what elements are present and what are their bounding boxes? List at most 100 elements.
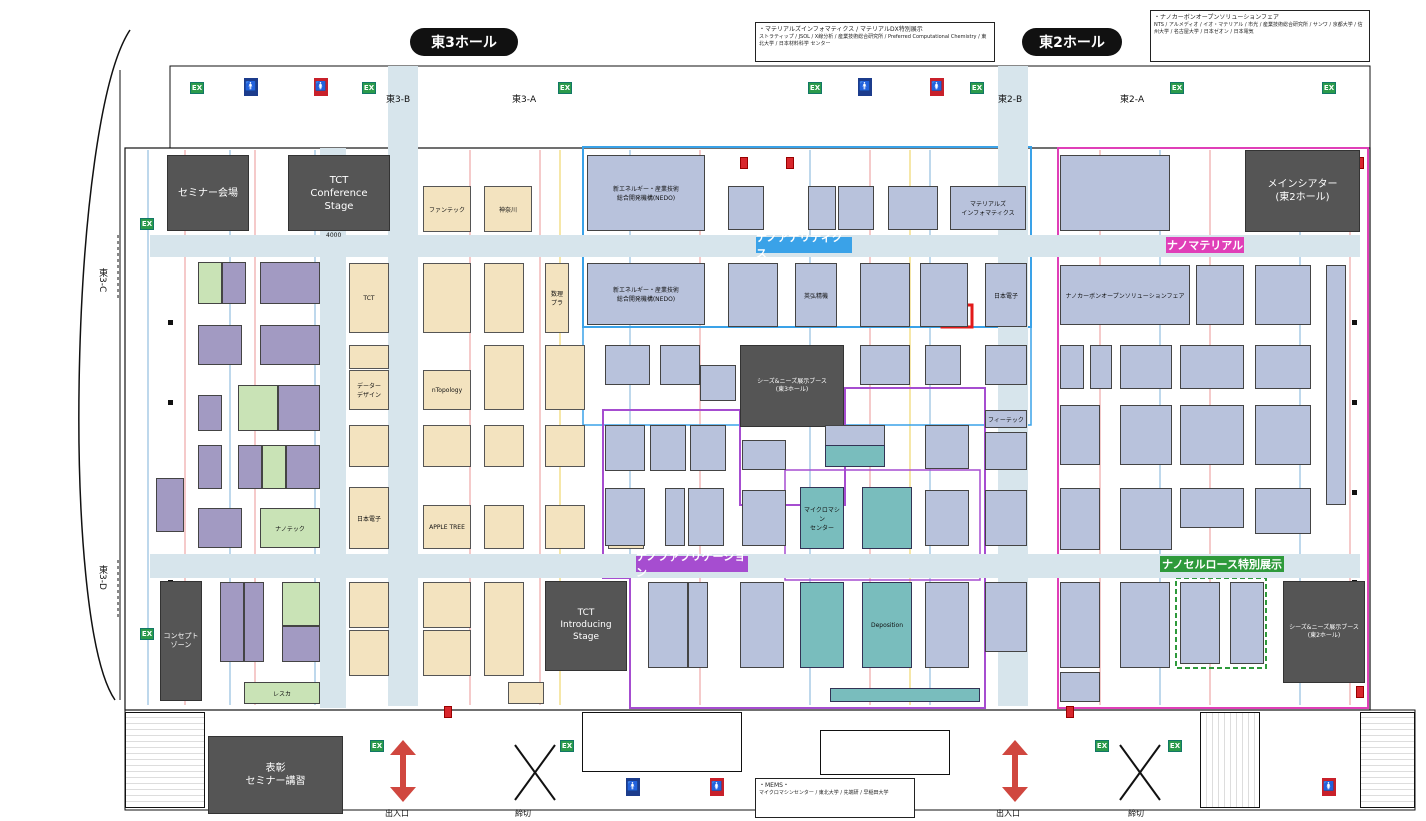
booth-purple-f[interactable]	[278, 385, 320, 431]
booth-retsuka[interactable]: レスカ	[244, 682, 320, 704]
booth-e2-g[interactable]	[1120, 345, 1172, 389]
booth-lav-c[interactable]	[838, 186, 874, 230]
booth-nedo-1[interactable]: 新エネルギー・産業技術 総合開発機構(NEDO)	[587, 155, 705, 231]
booth-ntopology[interactable]: nTopology	[423, 370, 471, 410]
booth-tan-m[interactable]	[423, 582, 471, 628]
booth-nanotech[interactable]: ナノテック	[260, 508, 320, 548]
booth-tan-g[interactable]	[423, 425, 471, 467]
booth-green-a[interactable]	[198, 262, 222, 304]
booth-e2-r[interactable]	[1060, 582, 1100, 668]
booth-tan-q[interactable]	[508, 682, 544, 704]
booth-lav-o[interactable]	[650, 425, 686, 471]
booth-lav-t[interactable]	[985, 432, 1027, 470]
booth-purple-a[interactable]	[222, 262, 246, 304]
booth-deposition[interactable]: Deposition	[862, 582, 912, 668]
booth-e2-n[interactable]	[1060, 488, 1100, 550]
booth-tan-f[interactable]	[349, 425, 389, 467]
booth-e2-cellulose-a[interactable]	[1180, 582, 1220, 664]
booth-tan-p[interactable]	[484, 582, 524, 676]
booth-lav-l[interactable]	[925, 345, 961, 385]
booth-tan-a[interactable]	[423, 263, 471, 333]
booth-tan-o[interactable]	[423, 630, 471, 676]
booth-purple-d[interactable]	[260, 325, 320, 365]
booth-purple-k[interactable]	[198, 508, 242, 548]
booth-tan-n[interactable]	[349, 630, 389, 676]
booth-purple-h[interactable]	[238, 445, 262, 489]
booth-e2-b[interactable]	[1196, 265, 1244, 325]
booth-e2-cellulose-b[interactable]	[1230, 582, 1264, 664]
booth-purple-n[interactable]	[282, 626, 320, 662]
booth-lav-f[interactable]	[860, 263, 910, 327]
booth-e2-e[interactable]	[1060, 345, 1084, 389]
booth-purple-l[interactable]	[220, 582, 244, 662]
booth-lav-n[interactable]	[605, 425, 645, 471]
booth-e2-k[interactable]	[1120, 405, 1172, 465]
booth-lav-p[interactable]	[690, 425, 726, 471]
booth-e2-m[interactable]	[1255, 405, 1311, 465]
booth-lav-u[interactable]	[605, 488, 645, 546]
booth-purple-g[interactable]	[198, 445, 222, 489]
booth-tan-j[interactable]	[484, 505, 524, 549]
booth-nanocarbon[interactable]: ナノカーボンオープンソリューションフェア	[1060, 265, 1190, 325]
booth-e2-top-a[interactable]	[1060, 155, 1170, 231]
booth-lav-fab-c[interactable]	[740, 582, 784, 668]
booth-teal-c[interactable]	[825, 445, 885, 467]
booth-lav-i[interactable]	[660, 345, 700, 385]
booth-e2-q[interactable]	[1255, 488, 1311, 534]
booth-apple-tree[interactable]: APPLE TREE	[423, 505, 471, 549]
booth-e2-h[interactable]	[1180, 345, 1244, 389]
booth-lav-d[interactable]	[888, 186, 938, 230]
booth-kanagawa[interactable]: 神奈川	[484, 186, 532, 232]
booth-purple-j[interactable]	[156, 478, 184, 532]
booth-e2-f[interactable]	[1090, 345, 1112, 389]
booth-purple-b[interactable]	[260, 262, 320, 304]
booth-e2-i[interactable]	[1255, 345, 1311, 389]
booth-nedo-2[interactable]: 新エネルギー・産業技術 総合開発機構(NEDO)	[587, 263, 705, 325]
booth-tan-k[interactable]	[545, 505, 585, 549]
booth-lav-w[interactable]	[688, 488, 724, 546]
booth-lav-j[interactable]	[700, 365, 736, 401]
booth-e2-j[interactable]	[1060, 405, 1100, 465]
booth-lav-s[interactable]	[925, 425, 969, 469]
booth-purple-m[interactable]	[244, 582, 264, 662]
booth-lav-z[interactable]	[985, 490, 1027, 546]
booth-tan-l[interactable]	[349, 582, 389, 628]
booth-green-b[interactable]	[238, 385, 278, 431]
booth-data-design[interactable]: データー デザイン	[349, 370, 389, 410]
booth-lav-fab-a[interactable]	[648, 582, 688, 668]
booth-tan-c[interactable]	[349, 345, 389, 369]
booth-green-c[interactable]	[262, 445, 286, 489]
booth-purple-c[interactable]	[198, 325, 242, 365]
booth-tan-e[interactable]	[545, 345, 585, 410]
booth-e2-c[interactable]	[1255, 265, 1311, 325]
booth-e2-s[interactable]	[1120, 582, 1170, 668]
booth-tan-d[interactable]	[484, 345, 524, 410]
booth-eiko[interactable]: 英弘精機	[795, 263, 837, 327]
booth-e2-d[interactable]	[1326, 265, 1346, 505]
booth-math[interactable]: 数理 プラ	[545, 263, 569, 333]
booth-teal-a[interactable]	[862, 487, 912, 549]
booth-fukkoku[interactable]: フィーテック	[985, 410, 1027, 428]
booth-purple-i[interactable]	[286, 445, 320, 489]
booth-lav-fab-b[interactable]	[688, 582, 708, 668]
booth-lav-e[interactable]	[728, 263, 778, 327]
booth-micromachine[interactable]: マイクロマシン センター	[800, 487, 844, 549]
booth-lav-k[interactable]	[860, 345, 910, 385]
booth-lav-h[interactable]	[605, 345, 650, 385]
booth-lav-fab-d[interactable]	[925, 582, 969, 668]
booth-tct[interactable]: TCT	[349, 263, 389, 333]
booth-lav-b[interactable]	[808, 186, 836, 230]
booth-e2-o[interactable]	[1120, 488, 1172, 550]
booth-teal-strip[interactable]	[830, 688, 980, 702]
booth-e2-t[interactable]	[1060, 672, 1100, 702]
booth-lav-m[interactable]	[985, 345, 1027, 385]
booth-tan-i[interactable]	[545, 425, 585, 467]
booth-teal-b[interactable]	[800, 582, 844, 668]
booth-tan-h[interactable]	[484, 425, 524, 467]
booth-lav-v[interactable]	[665, 488, 685, 546]
booth-purple-e[interactable]	[198, 395, 222, 431]
booth-lav-a[interactable]	[728, 186, 764, 230]
booth-nippon-denshi[interactable]: 日本電子	[349, 487, 389, 549]
booth-denki[interactable]: 日本電子	[985, 263, 1027, 327]
booth-matinfo[interactable]: マテリアルズ インフォマティクス	[950, 186, 1026, 230]
